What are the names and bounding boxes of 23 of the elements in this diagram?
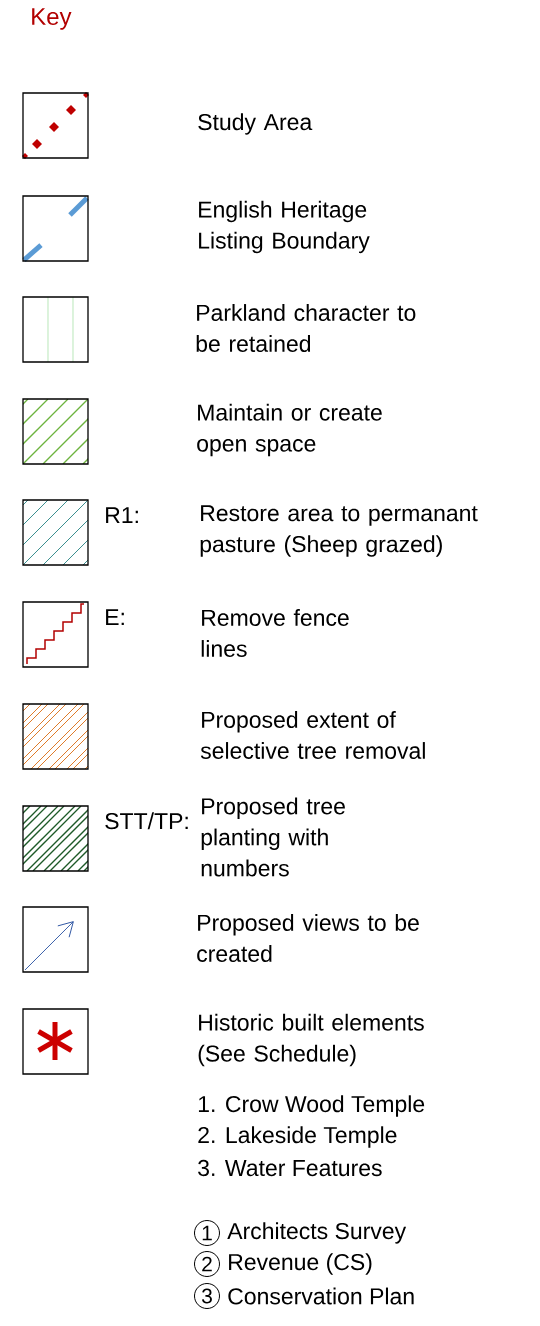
legend-text: Restore area to permanant pasture (Sheep grazed) bbox=[200, 505, 478, 557]
list-item: 1. Crow Wood Temple bbox=[198, 1095, 425, 1117]
legend-text: Historic built elements (See Schedule) bbox=[198, 1013, 424, 1067]
callout-number: 1 bbox=[194, 1220, 220, 1246]
legend-text: Maintain or create open space bbox=[197, 403, 382, 457]
list-item: Conservation Plan bbox=[228, 1287, 414, 1305]
callout-number: 3 bbox=[194, 1283, 220, 1309]
legend-code: R1: bbox=[106, 507, 138, 523]
list-item: 3. Water Features bbox=[198, 1159, 382, 1177]
key-heading: Key bbox=[32, 8, 72, 30]
legend-code: STT/TP: bbox=[105, 812, 188, 830]
legend-text: Proposed tree planting with numbers bbox=[201, 797, 345, 877]
list-item: 2. Lakeside Temple bbox=[198, 1126, 397, 1148]
legend-text: Parkland character to be retained bbox=[196, 304, 416, 352]
legend-code: E: bbox=[106, 609, 124, 625]
legend-text: Remove fence lines bbox=[201, 609, 349, 657]
callout-number: 2 bbox=[194, 1251, 220, 1277]
list-item: Revenue (CS) bbox=[229, 1253, 372, 1275]
legend-text: Proposed views to be created bbox=[197, 914, 419, 962]
legend-text: Proposed extent of selective tree removal bbox=[200, 711, 425, 759]
legend-text: English Heritage Listing Boundary bbox=[199, 200, 370, 254]
legend-text: Study Area bbox=[198, 113, 313, 135]
list-item: Architects Survey bbox=[227, 1222, 407, 1244]
